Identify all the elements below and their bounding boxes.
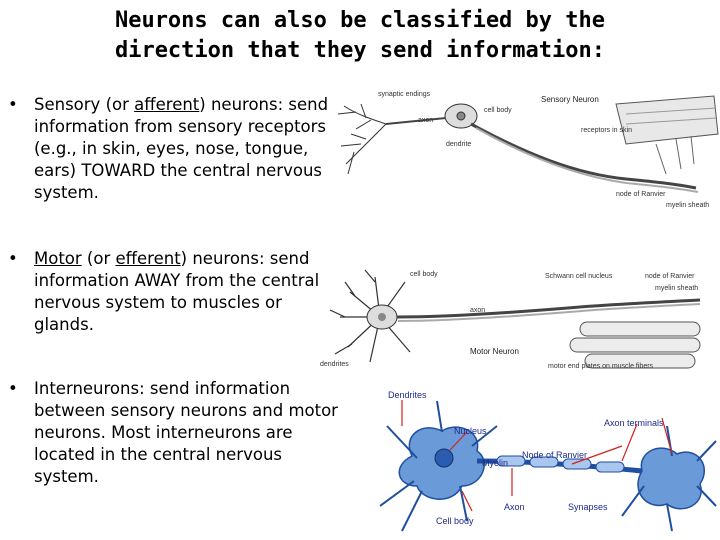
interneuron-diagram: Dendrites Nucleus Axon terminals Node of… [379,390,717,532]
myelin-segments [496,455,625,473]
label-receptors: receptors in skin [581,127,632,134]
label-motor-neuron: Motor Neuron [470,347,519,356]
slide-title: Neurons can also be classified by the di… [0,6,720,66]
synaptic-endings-drawing [337,103,387,175]
neuron-cells [398,426,705,510]
label-axon: Axon [504,502,525,512]
bullet-motor-text: Motor (or efferent) neurons: send inform… [34,248,338,336]
label-axon-terminals: Axon terminals [604,418,664,428]
dendrite-branches [379,400,717,532]
label-dendrite: dendrite [446,141,471,148]
bullet-interneuron: • Interneurons: send information between… [8,378,338,488]
label-node-of-ranvier: Node of Ranvier [522,450,587,460]
afferent-term: afferent [134,95,200,114]
slide-title-line-1: Neurons can also be classified by the [114,8,606,33]
label-axon: axon [470,307,485,314]
label-synapses: Synapses [568,502,608,512]
bullet-dot: • [8,379,18,398]
label-myelin: Myelin [482,458,508,468]
muscle-fibers [569,321,701,369]
label-synaptic-endings: synaptic endings [378,91,431,98]
label-sensory-neuron: Sensory Neuron [541,95,599,104]
dendrites-drawing [329,269,411,363]
pointer-arrows [401,400,673,512]
bullet-motor-mid: (or [81,249,116,268]
bullet-sensory-post: ) neurons: send information from sensory… [34,95,329,202]
label-myelin-sheath: myelin sheath [666,202,709,209]
bullet-motor-post: ) neurons: send information AWAY from th… [34,249,320,334]
slide-title-line-2: direction that they send information: [114,38,606,63]
efferent-term: efferent [115,249,181,268]
bullet-sensory-text: Sensory (or afferent) neurons: send info… [34,94,338,204]
label-dendrites: dendrites [320,361,349,368]
bullet-dot: • [8,95,18,114]
label-cell-body: Cell body [436,516,474,526]
bullet-sensory: • Sensory (or afferent) neurons: send in… [8,94,338,204]
label-cell-body: cell body [410,271,438,278]
label-axon: axon [418,117,433,124]
skin-block [615,95,719,175]
bullet-interneuron-text: Interneurons: send information between s… [34,379,338,486]
bullet-dot: • [8,249,18,268]
label-node: node of Ranvier [645,273,695,280]
label-cell-body: cell body [484,107,512,114]
bullet-motor: • Motor (or efferent) neurons: send info… [8,248,338,336]
bullet-sensory-pre: Sensory (or [34,95,135,114]
label-nucleus: Nucleus [454,426,487,436]
motor-term: Motor [34,249,82,268]
label-schwann: Schwann cell nucleus [545,273,613,280]
sensory-neuron-diagram: synaptic endings cell body axon dendrite… [337,91,719,209]
label-node-of-ranvier: node of Ranvier [616,191,666,198]
motor-neuron-diagram: cell body Schwann cell nucleus node of R… [320,269,701,370]
label-end-plates: motor end plates on muscle fibers [548,363,654,370]
label-myelin: myelin sheath [655,285,698,292]
label-dendrites: Dendrites [388,390,427,400]
